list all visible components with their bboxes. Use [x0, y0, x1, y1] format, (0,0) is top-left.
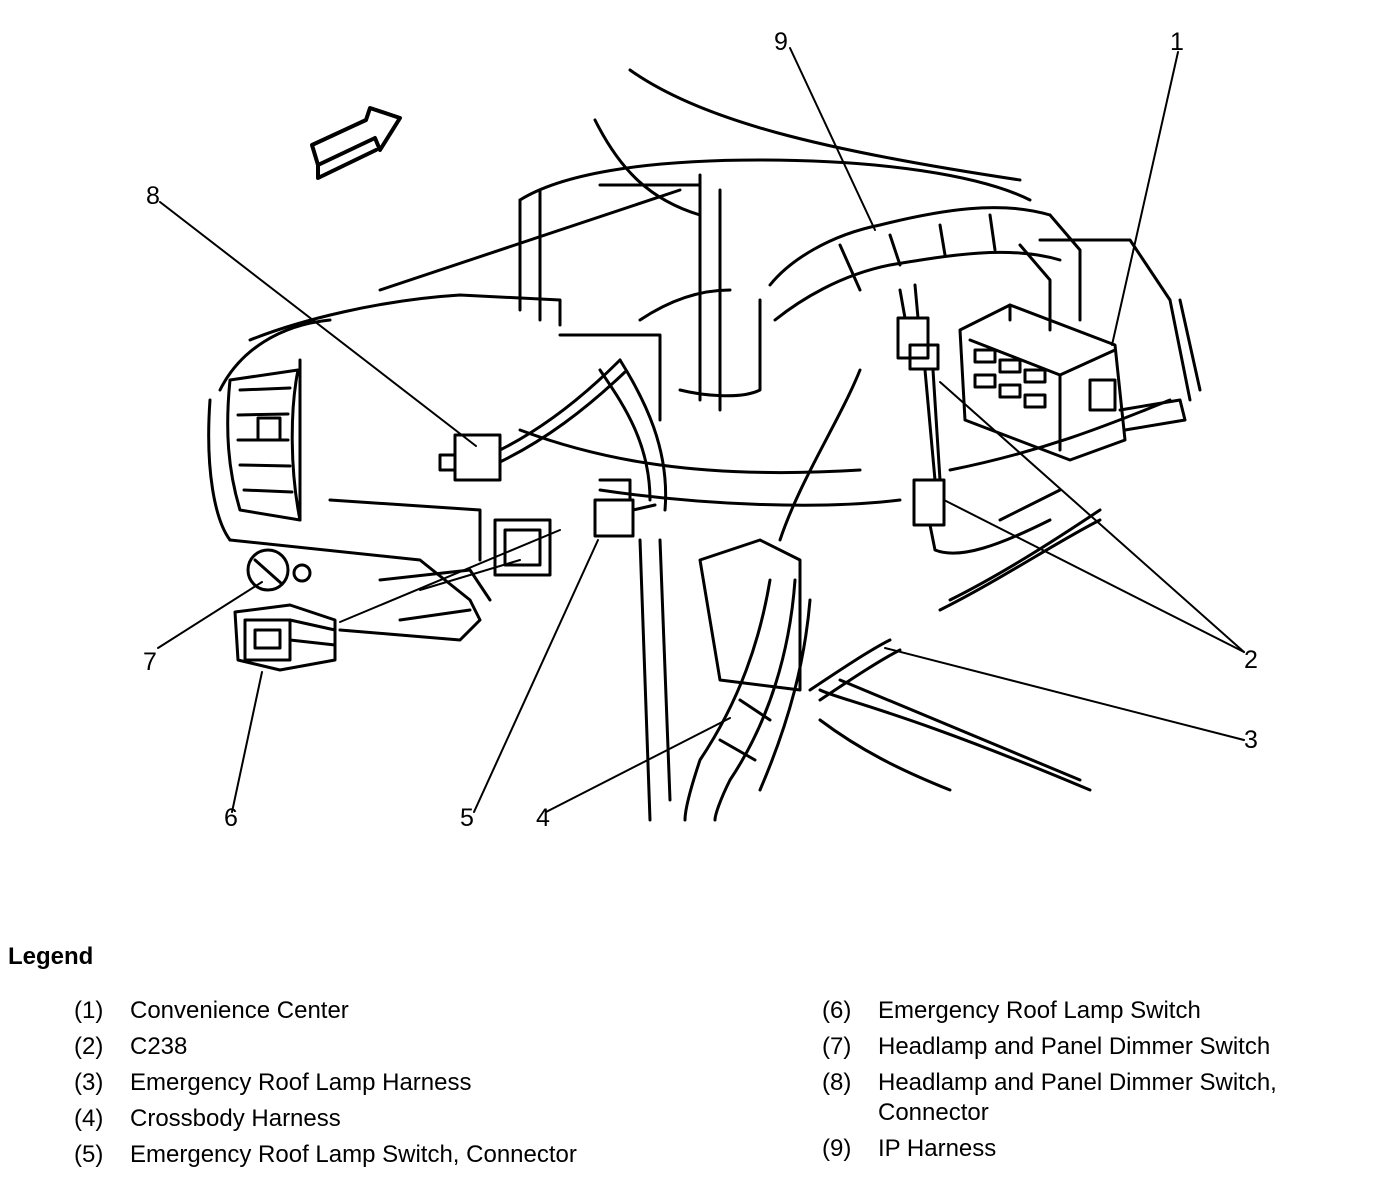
headlamp-dimmer-connector — [438, 358, 627, 482]
dash-outline — [207, 68, 1202, 542]
leader-lines — [157, 47, 1245, 813]
legend-item: (1) Convenience Center — [74, 993, 577, 1029]
legend-item-label: Headlamp and Panel Dimmer Switch, Connec… — [878, 1068, 1277, 1128]
legend-right-column: (6) Emergency Roof Lamp Switch (7) Headl… — [822, 993, 1277, 1167]
callout-2: 2 — [1244, 646, 1258, 674]
legend-item-number: (5) — [74, 1141, 104, 1168]
legend-item: (7) Headlamp and Panel Dimmer Switch — [822, 1029, 1277, 1065]
legend-item-label: Crossbody Harness — [130, 1105, 341, 1132]
callout-9: 9 — [774, 28, 788, 56]
lower-panel — [228, 498, 1092, 822]
legend-item-number: (7) — [822, 1033, 852, 1060]
legend-item-number: (1) — [74, 997, 104, 1024]
instrument-panel-diagram — [157, 47, 1245, 822]
legend-item-number: (4) — [74, 1105, 104, 1132]
emergency-roof-lamp-switch — [233, 603, 337, 672]
convenience-center — [958, 303, 1187, 462]
legend-item: (8) Headlamp and Panel Dimmer Switch, Co… — [822, 1065, 1277, 1128]
left-air-vent — [226, 368, 302, 522]
legend-item-label: IP Harness — [878, 1135, 997, 1162]
forward-arrow-icon — [310, 106, 402, 180]
legend-item-label: C238 — [130, 1033, 188, 1060]
legend-item: (6) Emergency Roof Lamp Switch — [822, 993, 1277, 1029]
legend-item-number: (2) — [74, 1033, 104, 1060]
legend-item-label: Emergency Roof Lamp Switch — [878, 997, 1201, 1024]
crossbody-harness — [598, 358, 812, 822]
callout-4: 4 — [536, 804, 550, 832]
legend-item-label: Convenience Center — [130, 997, 349, 1024]
headlamp-dimmer-switch — [246, 548, 312, 592]
legend-item-label: Headlamp and Panel Dimmer Switch — [878, 1033, 1271, 1060]
ip-harness — [768, 206, 1082, 332]
callout-3: 3 — [1244, 726, 1258, 754]
callout-6: 6 — [224, 804, 238, 832]
callout-5: 5 — [460, 804, 474, 832]
legend-item-label-line2: Connector — [878, 1099, 989, 1126]
legend-item: (2) C238 — [74, 1029, 577, 1065]
legend-item: (9) IP Harness — [822, 1128, 1277, 1167]
legend-item-number: (8) — [822, 1069, 852, 1096]
legend-item-label-line1: Headlamp and Panel Dimmer Switch, — [878, 1069, 1277, 1096]
legend-item-label: Emergency Roof Lamp Switch, Connector — [130, 1141, 577, 1168]
emergency-switch-connector — [493, 478, 657, 577]
legend-item: (3) Emergency Roof Lamp Harness — [74, 1065, 577, 1101]
legend-item-number: (6) — [822, 997, 852, 1024]
legend-title: Legend — [8, 943, 94, 970]
legend-item-number: (9) — [822, 1135, 852, 1162]
callout-7: 7 — [143, 648, 157, 676]
c238-connectors — [896, 283, 1052, 555]
legend-item: (4) Crossbody Harness — [74, 1101, 577, 1137]
legend-item: (5) Emergency Roof Lamp Switch, Connecto… — [74, 1137, 577, 1173]
emergency-roof-lamp-harness — [808, 488, 1102, 702]
legend-item-number: (3) — [74, 1069, 104, 1096]
callout-8: 8 — [146, 182, 160, 210]
legend-left-column: (1) Convenience Center (2) C238 (3) Emer… — [74, 993, 577, 1173]
callout-1: 1 — [1170, 28, 1184, 56]
legend-item-label: Emergency Roof Lamp Harness — [130, 1069, 472, 1096]
